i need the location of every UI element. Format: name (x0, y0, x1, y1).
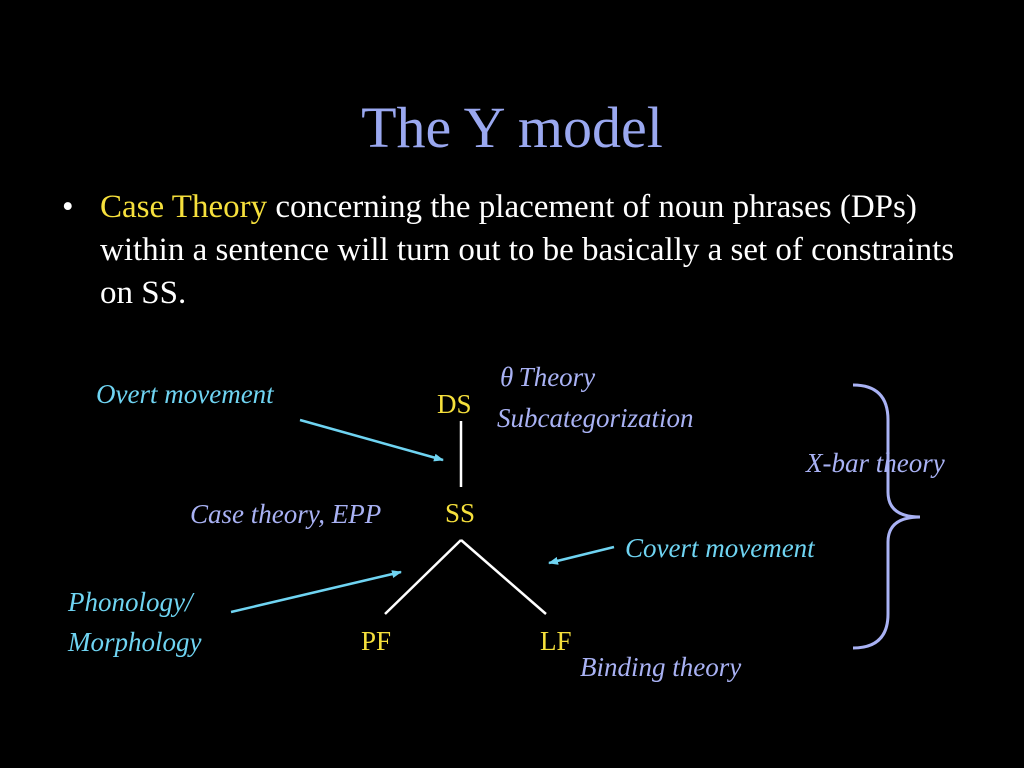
node-ss: SS (445, 498, 476, 528)
ss-lf-branch (460, 539, 547, 615)
subcategorization-label: Subcategorization (497, 403, 694, 433)
bullet-highlight-case-theory: Case Theory (100, 189, 268, 225)
node-ds: DS (437, 389, 472, 419)
slide-title: The Y model (361, 95, 663, 160)
theta-symbol: θ (500, 362, 514, 392)
overt-movement-arrow (299, 418, 444, 462)
node-pf: PF (361, 626, 392, 656)
bullet-text: Case Theory concerning the placement of … (100, 186, 962, 315)
xbar-brace (852, 383, 921, 650)
phonology-label: Phonology/ (68, 587, 193, 617)
ss-pf-branch (384, 539, 462, 615)
covert-movement-label: Covert movement (625, 533, 815, 563)
theta-theory-text: Theory (518, 362, 596, 392)
covert-movement-arrow (548, 545, 615, 565)
bullet-point: • Case Theory concerning the placement o… (62, 186, 962, 315)
binding-theory-label: Binding theory (580, 652, 742, 682)
node-lf: LF (540, 626, 572, 656)
bullet-body: concerning the placement of noun phrases… (100, 189, 955, 311)
xbar-theory-label: X-bar theory (806, 448, 945, 478)
overt-movement-label: Overt movement (96, 379, 274, 409)
morphology-label: Morphology (68, 627, 202, 657)
phonology-arrow (230, 570, 402, 614)
theta-theory-label: θ Theory (500, 361, 595, 393)
bullet-marker: • (62, 189, 74, 225)
case-theory-epp-label: Case theory, EPP (190, 499, 382, 529)
